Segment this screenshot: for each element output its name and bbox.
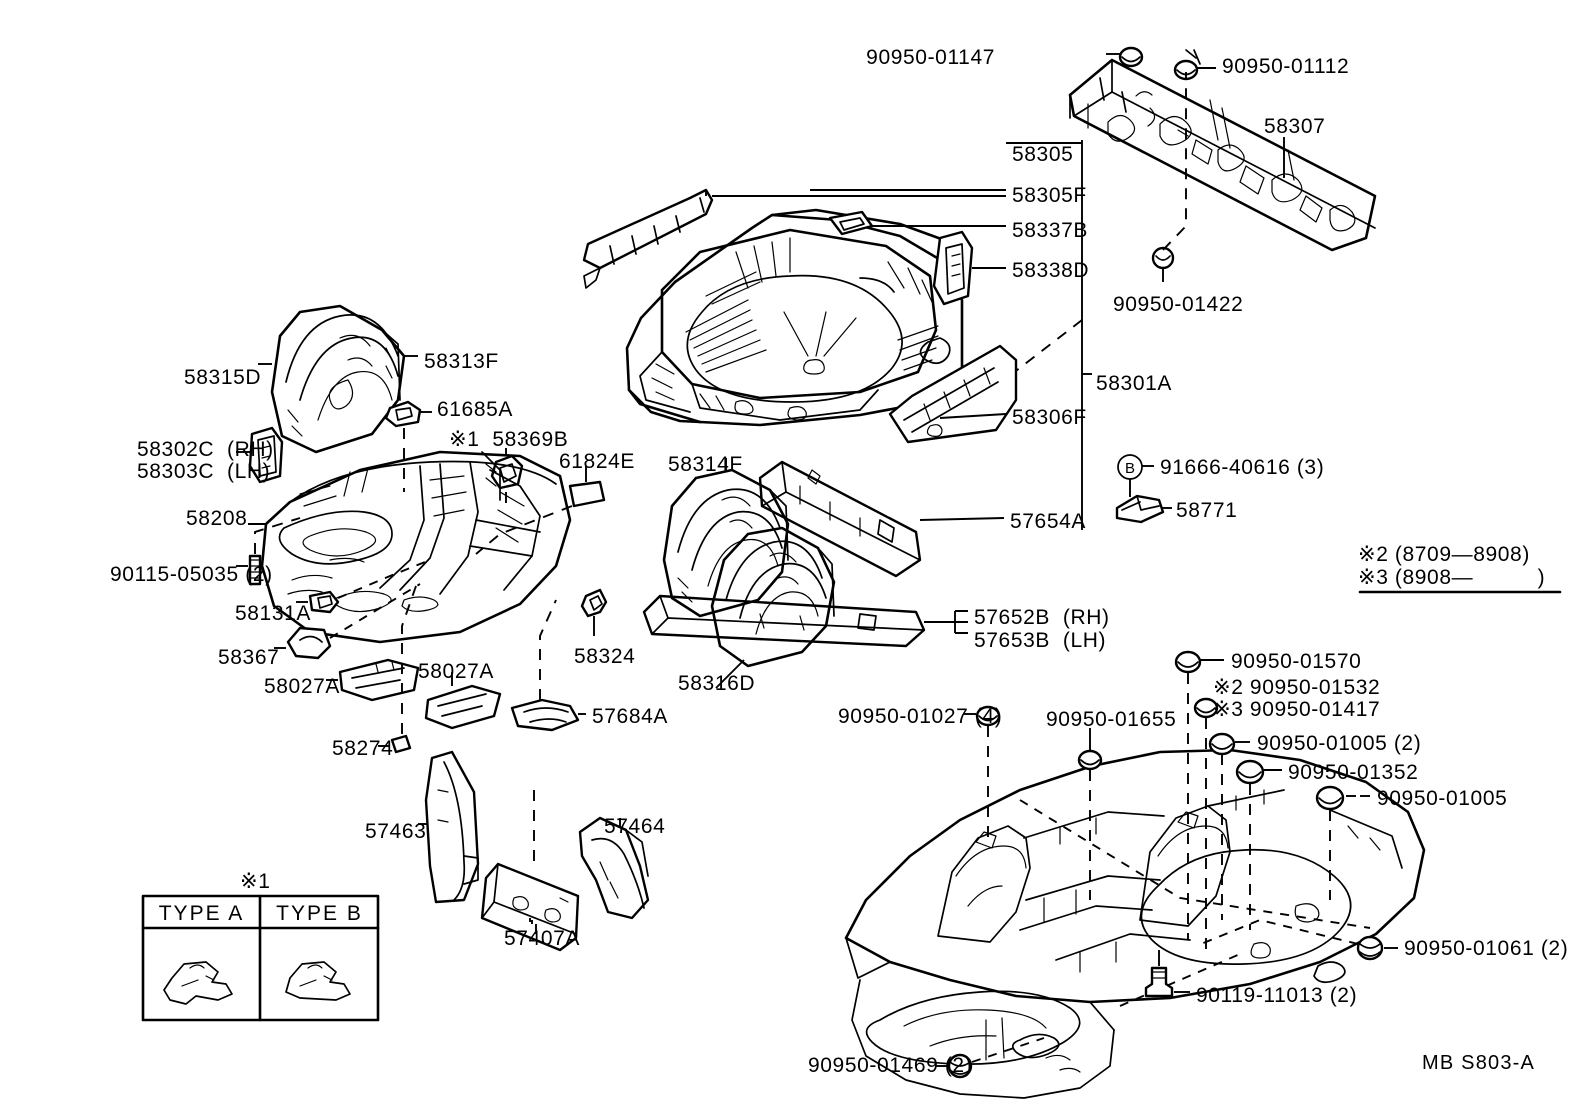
part-57463-panel <box>418 750 480 904</box>
label-61824E: 61824E <box>559 450 636 473</box>
label-90950-01655: 90950-01655 <box>1046 708 1177 731</box>
part-58027A-left <box>326 658 420 702</box>
label-58305: 58305 <box>1012 143 1074 166</box>
label-58771: 58771 <box>1176 499 1238 522</box>
part-57654A-crossmember <box>758 460 1005 578</box>
part-58337B-plate <box>828 210 1006 236</box>
label-57654A: 57654A <box>1010 510 1087 533</box>
label-58307: 58307 <box>1264 115 1326 138</box>
legend-type-b-header: TYPE B <box>276 902 363 925</box>
label-58337B: 58337B <box>1012 219 1089 242</box>
part-58305-extension <box>582 188 1006 289</box>
part-58131A-clip <box>296 559 431 614</box>
legend-type-marker: ※1 <box>240 870 271 893</box>
label-58274: 58274 <box>332 737 394 760</box>
label-90115-05035: 90115-05035 (2) <box>110 563 273 586</box>
fastener-90119-11013 <box>1144 950 1190 998</box>
svg-text:B: B <box>1125 460 1135 477</box>
label-58302C: 58302C (RH) <box>137 438 274 461</box>
diagram-code: MB S803-A <box>1422 1052 1536 1074</box>
label-58314F: 58314F <box>668 453 743 476</box>
label-57407A: 57407A <box>504 927 581 950</box>
part-58314F-wheelhouse <box>662 458 790 618</box>
label-58208: 58208 <box>186 507 248 530</box>
label-57464: 57464 <box>604 815 666 838</box>
part-58315D-wheelhouse <box>258 304 418 454</box>
fastener-90950-01005b <box>1315 785 1370 900</box>
label-90950-01422: 90950-01422 <box>1113 293 1244 316</box>
label-58301A: 58301A <box>1096 372 1173 395</box>
label-58367: 58367 <box>218 646 280 669</box>
part-57464-bracket <box>578 816 650 920</box>
label-58324: 58324 <box>574 645 636 668</box>
fastener-90950-01422 <box>1151 72 1187 282</box>
fastener-58274 <box>378 585 417 754</box>
part-58301A-rear-floor-pan <box>625 208 964 427</box>
note-mark-2: ※2 (8709—8908) <box>1358 543 1530 566</box>
label-90950-01061: 90950-01061 (2) <box>1404 937 1569 960</box>
fastener-90950-01532-01417 <box>1193 697 1219 950</box>
label-90950-01417: ※3 90950-01417 <box>1213 698 1381 721</box>
label-58305F: 58305F <box>1012 184 1087 207</box>
part-58324-clip <box>580 588 608 636</box>
label-90950-01570: 90950-01570 <box>1231 650 1362 673</box>
label-58303C: 58303C (LH) <box>137 460 271 483</box>
part-58307-rear-end-panel <box>1068 58 1377 252</box>
label-90950-01469: 90950-01469 (2) <box>808 1054 973 1077</box>
legend-type-a-header: TYPE A <box>158 902 245 925</box>
label-58369B: ※1 58369B <box>449 428 569 451</box>
label-90950-01005-a: 90950-01005 (2) <box>1257 732 1422 755</box>
label-58338D: 58338D <box>1012 259 1090 282</box>
fastener-90950-01655 <box>1077 728 1103 900</box>
fastener-90950-01027 <box>964 705 1001 840</box>
part-61824E-plate <box>475 466 606 555</box>
fastener-90950-01570 <box>1174 650 1224 940</box>
part-57407A-member <box>480 790 580 952</box>
fastener-90115-05035 <box>236 517 301 586</box>
label-58316D: 58316D <box>678 672 756 695</box>
part-58306F-rail <box>888 344 1018 444</box>
fastener-90950-01112 <box>1173 49 1216 81</box>
part-57684A-bracket <box>510 599 586 732</box>
label-58027A-right: 58027A <box>418 660 495 683</box>
label-57463: 57463 <box>365 820 427 843</box>
note-mark-3: ※3 (8908— ) <box>1358 566 1546 589</box>
fastener-90950-01005a <box>1208 732 1250 920</box>
part-58302C-bracket <box>236 426 284 484</box>
label-90119-11013: 90119-11013 (2) <box>1196 984 1358 1007</box>
part-61685A-clip <box>384 400 432 492</box>
fastener-90950-01061 <box>1195 919 1398 961</box>
fastener-90950-01469 <box>936 1037 1045 1079</box>
part-58367-bracket <box>274 583 421 660</box>
label-58315D: 58315D <box>184 366 262 389</box>
label-57652B: 57652B (RH) <box>974 606 1110 629</box>
fastener-90950-01352 <box>1235 759 1282 930</box>
bracket-b-58771: B <box>1115 454 1172 524</box>
label-57684A: 57684A <box>592 705 669 728</box>
label-57653B: 57653B (LH) <box>974 629 1107 652</box>
part-57652B-bracket <box>642 594 968 648</box>
label-90950-01147: 90950-01147 <box>866 46 995 69</box>
label-58313F: 58313F <box>424 350 499 373</box>
label-90950-01005-b: 90950-01005 <box>1377 787 1508 810</box>
label-90950-01532: ※2 90950-01532 <box>1213 676 1381 699</box>
label-61685A: 61685A <box>437 398 514 421</box>
part-58027A-right <box>424 672 502 730</box>
part-58338D-bracket <box>932 230 1006 306</box>
assembly-floor-underside <box>844 748 1426 1099</box>
label-90950-01027: 90950-01027 (4) <box>838 705 1003 728</box>
label-58027A-left: 58027A <box>264 675 341 698</box>
label-91666-40616: 91666-40616 (3) <box>1160 456 1325 479</box>
label-58306F: 58306F <box>1012 406 1087 429</box>
part-58316D-wheelhouse <box>710 526 836 689</box>
label-90950-01352: 90950-01352 <box>1288 761 1419 784</box>
fastener-cluster-bottom-right <box>936 650 1398 1079</box>
legend-box-type <box>141 894 380 1022</box>
label-58131A: 58131A <box>235 602 312 625</box>
part-58208-floor-pan <box>248 450 572 644</box>
fastener-90950-01147 <box>1106 46 1144 68</box>
label-90950-01112: 90950-01112 <box>1222 55 1350 78</box>
